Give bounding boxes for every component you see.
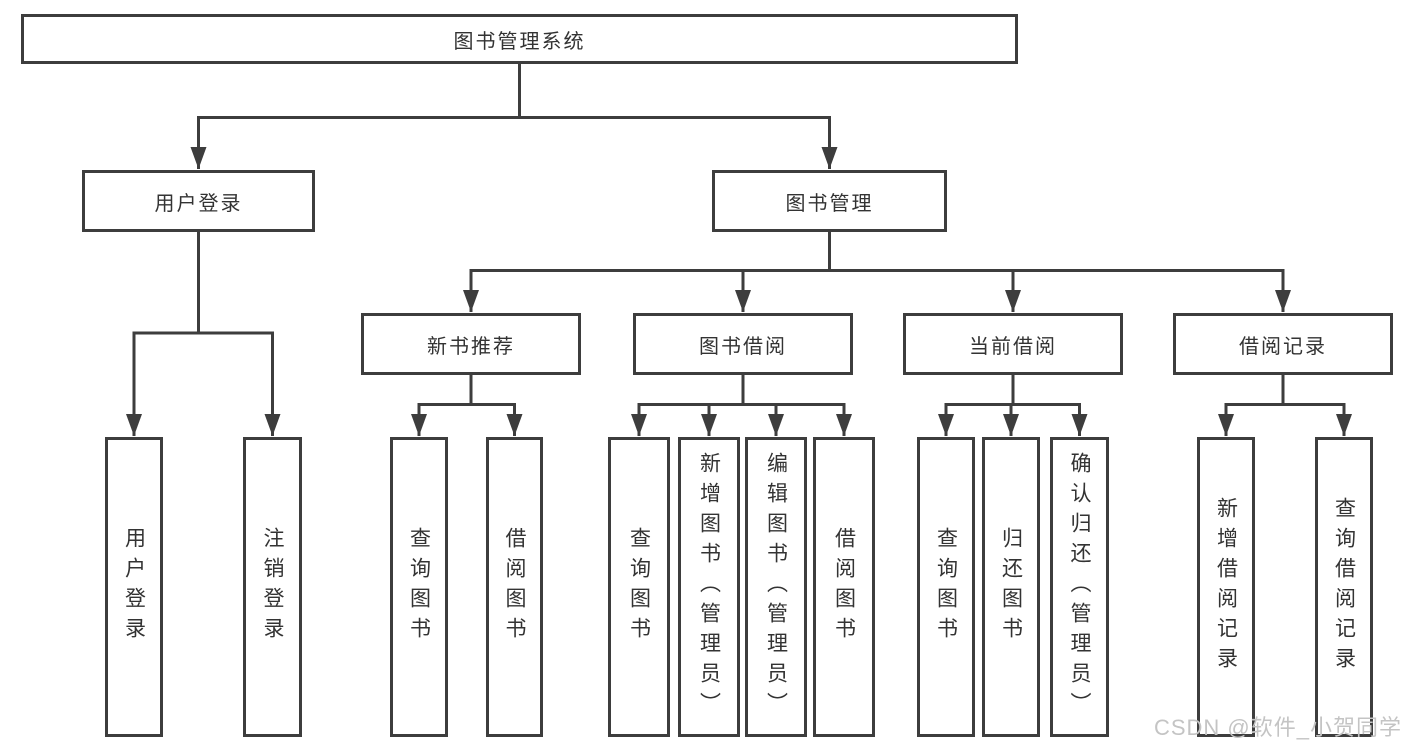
node-book-management-branch: 图书管理 bbox=[712, 170, 947, 232]
leaf-user-login: 用户登录 bbox=[105, 437, 163, 737]
leaf-query-books-recommend: 查询图书 bbox=[390, 437, 448, 737]
leaf-add-borrow-record: 新增借阅记录 bbox=[1197, 437, 1255, 737]
node-user-login-branch: 用户登录 bbox=[82, 170, 315, 232]
leaf-logout: 注销登录 bbox=[243, 437, 302, 737]
node-current-borrowing: 当前借阅 bbox=[903, 313, 1123, 375]
leaf-query-borrow-record: 查询借阅记录 bbox=[1315, 437, 1373, 737]
node-library-management-system: 图书管理系统 bbox=[21, 14, 1018, 64]
leaf-query-books-borrow: 查询图书 bbox=[608, 437, 670, 737]
leaf-confirm-return-admin: 确认归还（管理员） bbox=[1050, 437, 1109, 737]
node-new-book-recommendation: 新书推荐 bbox=[361, 313, 581, 375]
csdn-watermark: CSDN @软件_小贺同学 bbox=[1153, 715, 1402, 740]
leaf-borrow-books: 借阅图书 bbox=[813, 437, 875, 737]
node-book-borrowing: 图书借阅 bbox=[633, 313, 853, 375]
node-borrowing-records: 借阅记录 bbox=[1173, 313, 1393, 375]
leaf-query-books-current: 查询图书 bbox=[917, 437, 975, 737]
leaf-return-book: 归还图书 bbox=[982, 437, 1040, 737]
leaf-add-book-admin: 新增图书（管理员） bbox=[678, 437, 740, 737]
leaf-borrow-books-recommend: 借阅图书 bbox=[486, 437, 543, 737]
leaf-edit-book-admin: 编辑图书（管理员） bbox=[745, 437, 807, 737]
